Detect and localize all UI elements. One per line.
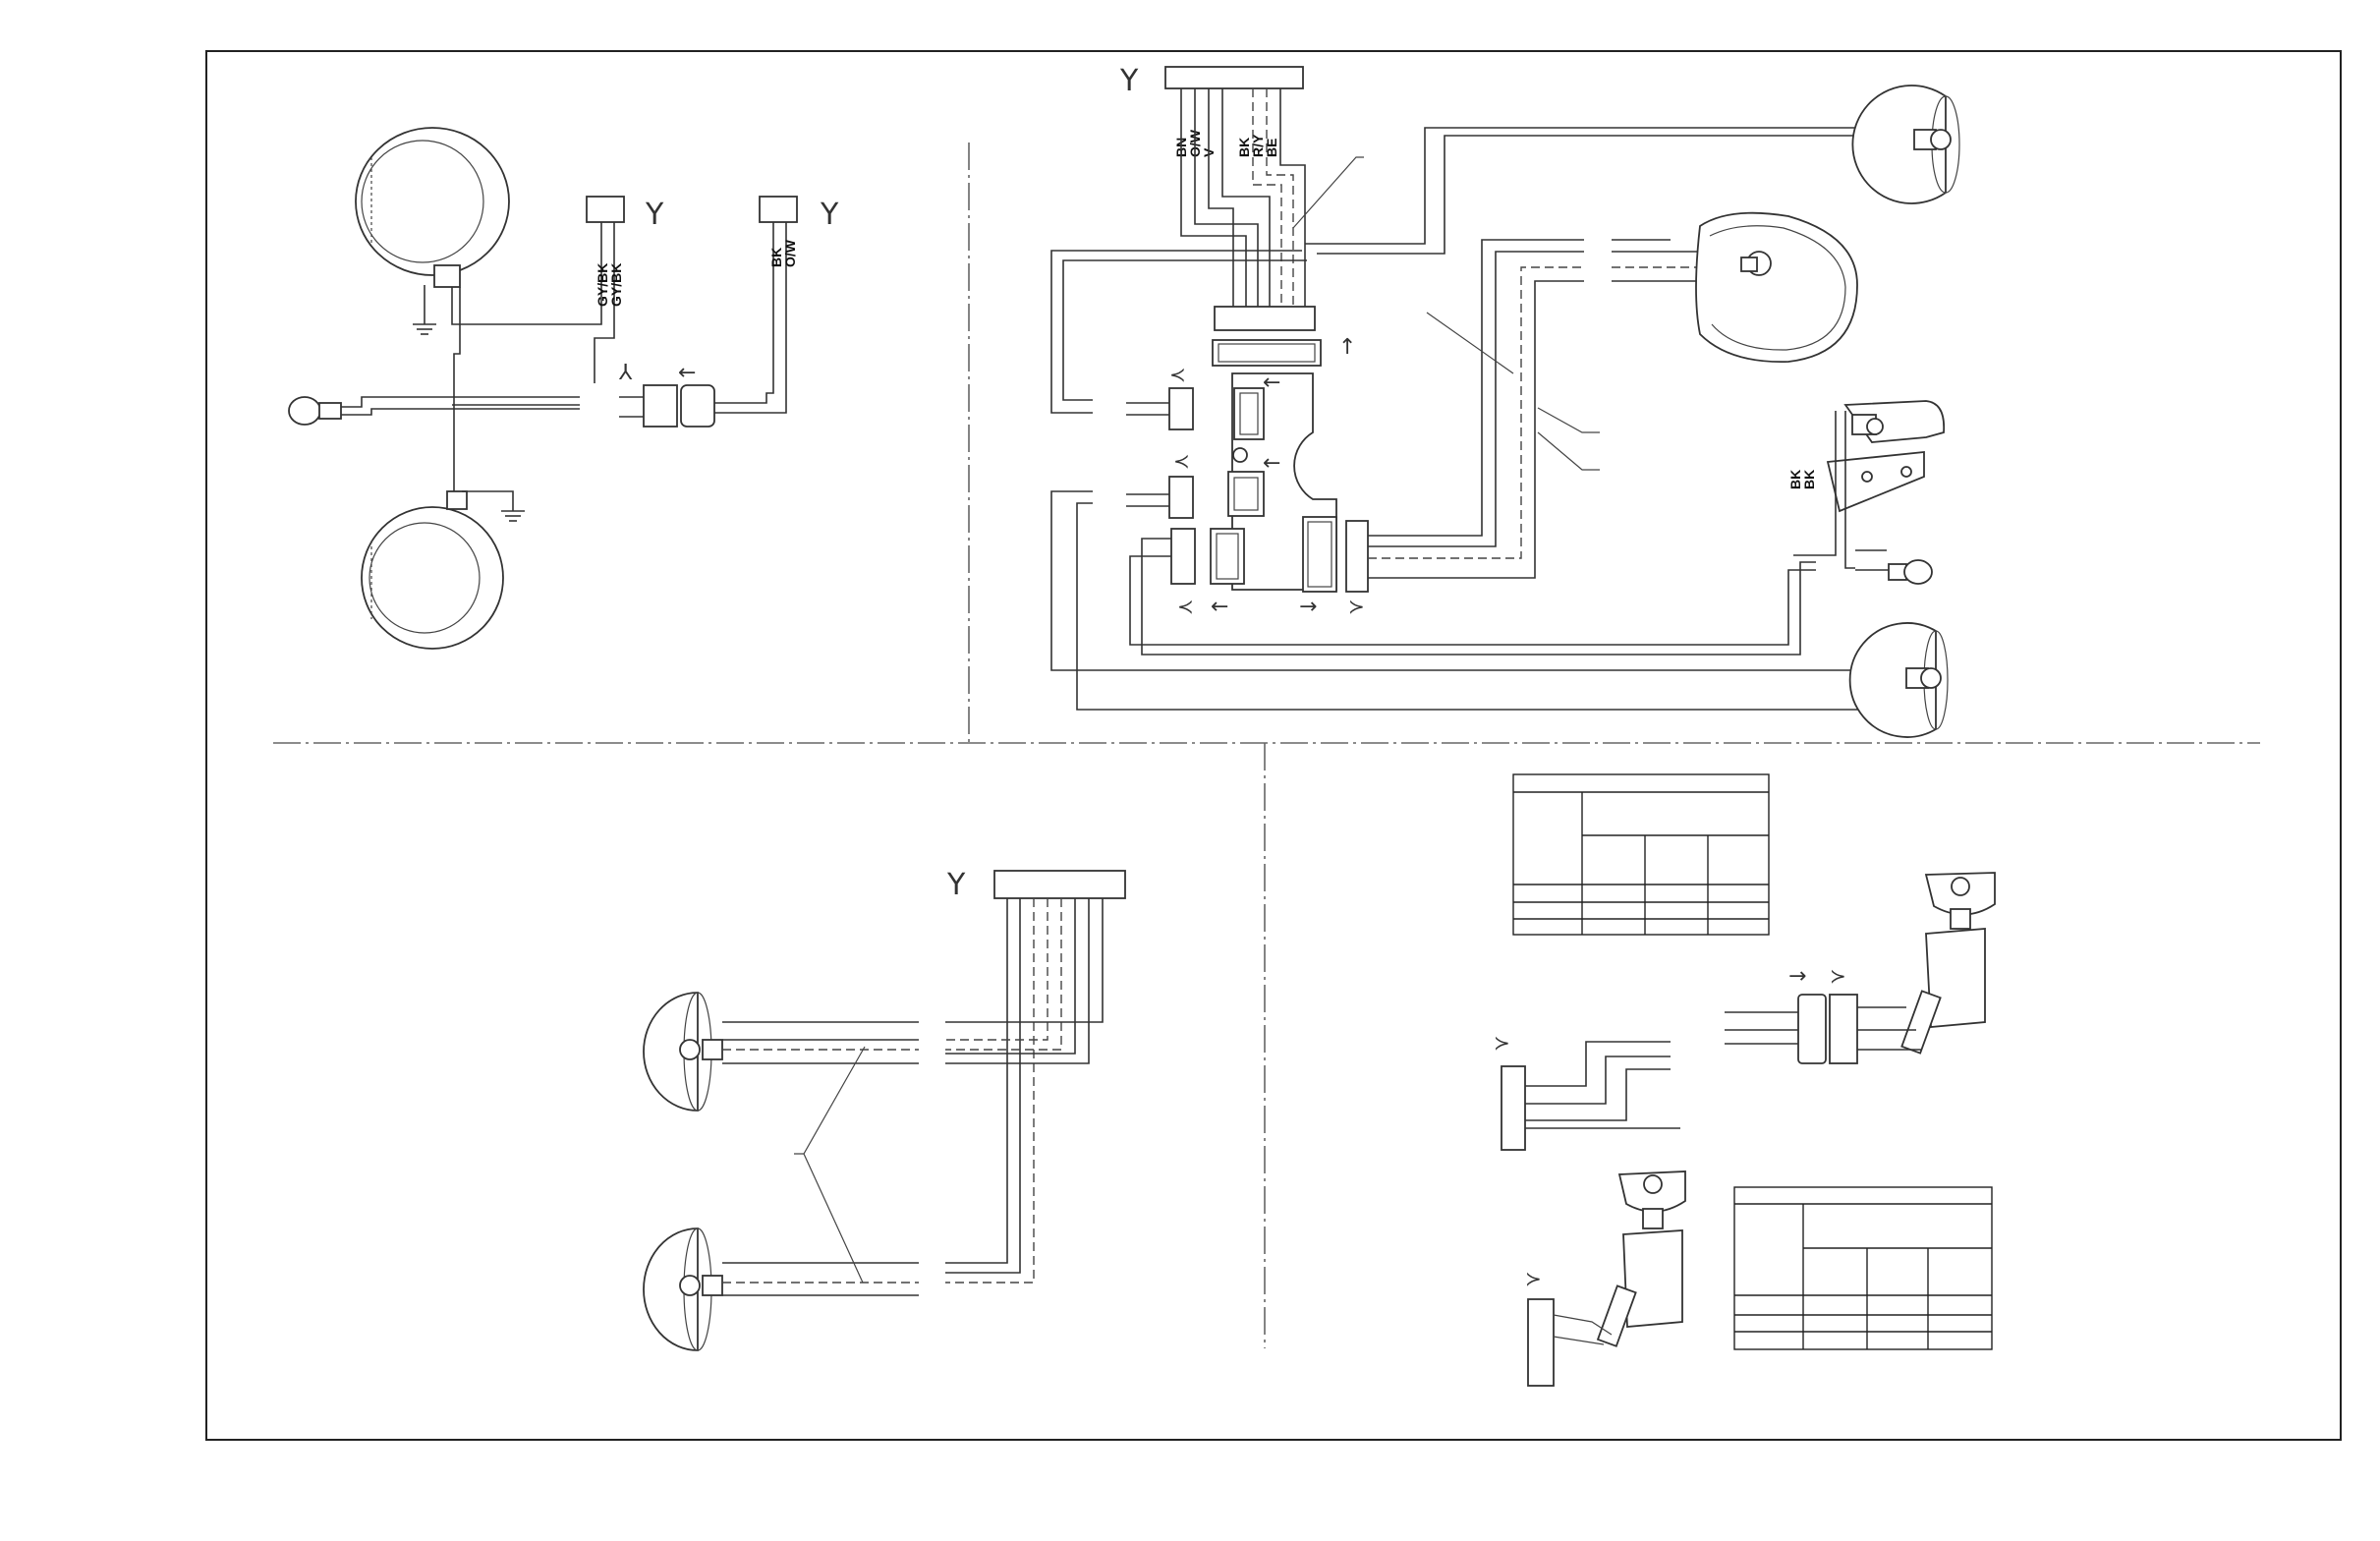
connector-y-icon: ≺ bbox=[1177, 595, 1194, 618]
connector-bk-ow bbox=[759, 196, 798, 223]
switch-table-lower bbox=[1733, 1186, 1993, 1350]
lamp-upper-left bbox=[355, 127, 510, 288]
arrow-icon: ← bbox=[1263, 451, 1280, 476]
license-lamp bbox=[1826, 400, 1946, 513]
connector-left-1 bbox=[1168, 387, 1194, 430]
arrow-icon: → bbox=[1788, 964, 1806, 989]
connector-y-icon: ≻ bbox=[1494, 1031, 1510, 1055]
lamp-lower-right bbox=[1848, 622, 1949, 738]
lamp-bottom-lower bbox=[643, 1227, 723, 1351]
lamp-upper-right bbox=[1851, 85, 1960, 204]
connector-right-1 bbox=[1345, 520, 1369, 593]
arrow-icon: ← bbox=[1211, 595, 1228, 619]
connector-y-icon: Y bbox=[820, 198, 839, 232]
connector-vertical-br-lower bbox=[1527, 1298, 1555, 1387]
arrow-icon: ↑ bbox=[1338, 335, 1356, 360]
ground-icon bbox=[413, 285, 436, 335]
arrow-icon: ← bbox=[1263, 371, 1280, 395]
drawing-frame bbox=[205, 50, 2342, 1441]
connector-left-3 bbox=[1170, 528, 1196, 585]
ground-icon bbox=[501, 510, 525, 522]
control-unit-top-block bbox=[1214, 306, 1316, 331]
connector-vertical-br bbox=[1501, 1065, 1526, 1151]
connector-y-icon: ≻ bbox=[1348, 595, 1365, 618]
switch-table-upper bbox=[1512, 773, 1770, 936]
connector-bottom-left bbox=[993, 870, 1126, 899]
label-bk-c: BK bbox=[1236, 138, 1252, 157]
quadrant-bottom-right: → ≻ ≻ ≻ bbox=[1494, 773, 1996, 1387]
connector-pair-br-left bbox=[1797, 994, 1827, 1064]
connector-y-icon: Y bbox=[645, 198, 664, 232]
connector-pair-left bbox=[643, 384, 678, 428]
connector-pair-right bbox=[680, 384, 715, 428]
lamp-lower-left bbox=[361, 490, 504, 650]
label-bk-r1: BK bbox=[1787, 470, 1803, 489]
main-connector bbox=[1164, 66, 1304, 89]
lamp-bottom-upper bbox=[643, 992, 723, 1112]
ignition-switch-upper bbox=[1900, 872, 1996, 1055]
label-gy-bk-2: GY/BK bbox=[608, 263, 624, 307]
ignition-switch-lower bbox=[1596, 1170, 1686, 1347]
quadrant-bottom-left: Y bbox=[643, 868, 1126, 1351]
connector-y-icon: ⅄ bbox=[619, 361, 633, 385]
arrow-icon: ← bbox=[678, 361, 696, 385]
connector-y-icon: ≺ bbox=[1169, 363, 1186, 386]
arrow-icon: → bbox=[1299, 595, 1317, 619]
label-bk: BK bbox=[768, 248, 784, 267]
bulb-icon bbox=[288, 396, 342, 426]
label-ry: R/Y bbox=[1250, 134, 1266, 157]
tail-lamp bbox=[1695, 211, 1858, 363]
label-bk-r2: BK bbox=[1801, 470, 1817, 489]
label-ow: O/W bbox=[782, 239, 798, 267]
quadrant-top-right: Y BN O/W V BK R/Y BE ← ← ← → ≺ bbox=[1050, 64, 1960, 738]
connector-y-icon: Y bbox=[946, 868, 966, 902]
connector-y-icon: ≻ bbox=[1830, 964, 1846, 988]
connector-pair-br-right bbox=[1829, 994, 1858, 1064]
connector-y-icon: ≻ bbox=[1525, 1267, 1542, 1290]
connector-y-icon: ≺ bbox=[1173, 449, 1190, 473]
connector-y-icon: Y bbox=[1119, 64, 1139, 98]
label-gy-bk-1: GY/BK bbox=[595, 263, 610, 307]
connector-left-2 bbox=[1168, 476, 1194, 519]
connector-gy-bk bbox=[586, 196, 625, 223]
label-be: BE bbox=[1264, 139, 1279, 157]
quadrant-top-left: Y GY/BK GY/BK Y BK O/W ⅄ ← bbox=[288, 127, 839, 650]
bulb-icon bbox=[1855, 549, 1933, 585]
